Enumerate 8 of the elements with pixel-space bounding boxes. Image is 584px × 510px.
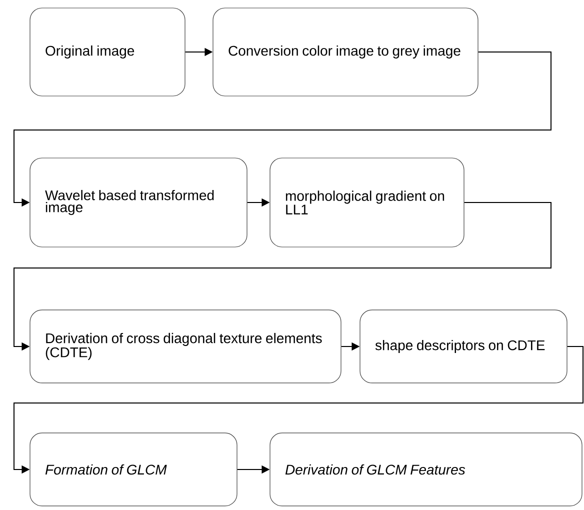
process-box: Conversion color image to grey image (212, 8, 478, 96)
process-box: Wavelet based transformed image (30, 158, 248, 248)
process-box: Formation of GLCM (30, 432, 238, 506)
process-box: Derivation of GLCM Features (270, 432, 582, 506)
process-box: morphological gradient on LL1 (270, 158, 464, 248)
process-box: Derivation of cross diagonal texture elements (CDTE) (30, 310, 342, 384)
process-box: Original image (30, 8, 186, 96)
process-box: shape descriptors on CDTE (360, 310, 568, 384)
